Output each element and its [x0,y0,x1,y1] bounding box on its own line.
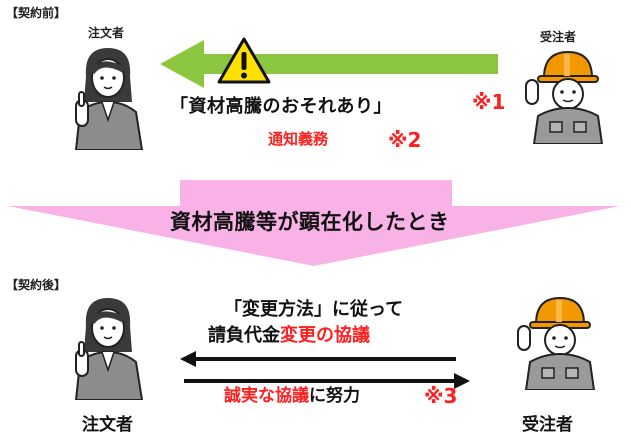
good-faith-consultation: 誠実な協議 [224,386,309,406]
change-consultation: 変更の協議 [280,325,370,346]
client-label-top: 注文者 [88,26,125,40]
notice-arrow [160,40,500,90]
contractor-label-top: 受注者 [540,30,577,44]
good-faith-line: 誠実な協議に努力 [224,384,360,408]
notification-duty: 通知義務 [268,130,329,148]
right-arrow [184,372,470,390]
price-change-prefix: 請負代金 [208,325,280,346]
transition-band [8,180,620,268]
after-contract-label: 【契約後】 [6,278,67,292]
effort-suffix: に努力 [309,386,360,406]
note-3-mark: ※3 [424,384,458,408]
note-2-mark: ※2 [388,128,422,152]
note-1-mark: ※1 [472,90,506,114]
transition-text: 資材高騰等が顕在化したとき [170,210,450,234]
contractor-figure-top [518,44,614,144]
contractor-label-bottom: 受注者 [522,415,573,435]
change-method-line: 「変更方法」に従って [224,299,404,320]
risk-message: 「資材高騰のおそれあり」 [170,96,392,117]
price-change-line: 請負代金変更の協議 [208,324,370,348]
warning-icon [216,36,272,86]
client-label-bottom: 注文者 [82,415,133,435]
contractor-figure-bottom [510,290,606,390]
left-arrow [180,350,460,368]
before-contract-label: 【契約前】 [6,6,67,20]
client-figure-bottom [62,290,152,400]
client-figure-top [62,40,152,150]
